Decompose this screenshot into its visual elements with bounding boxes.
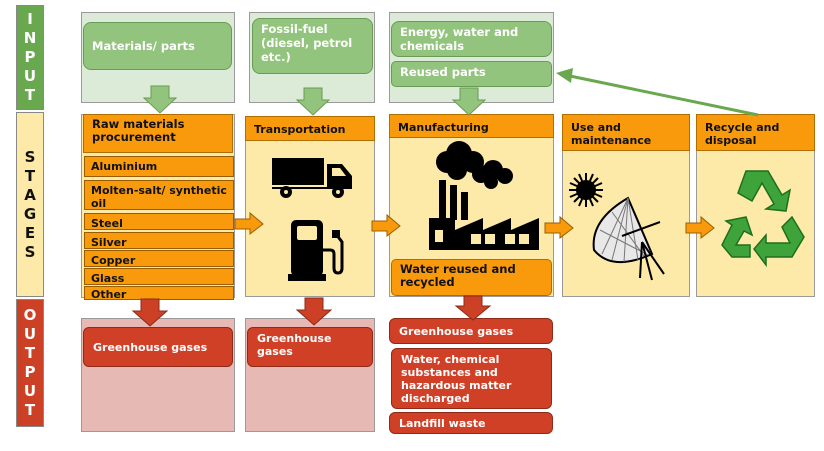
input-energy: Energy, water and chemicals [391, 21, 552, 57]
arrow-down-red [454, 295, 492, 321]
output-manufacturing-greenhouse: Greenhouse gases [389, 318, 553, 344]
arrow-down-green [142, 85, 178, 114]
sidebar-letter: P [24, 363, 36, 381]
input-materials: Materials/ parts [83, 22, 232, 70]
arrow-right-orange [234, 211, 264, 236]
arrow-down-red [131, 298, 169, 327]
output-raw-greenhouse: Greenhouse gases [83, 327, 233, 367]
sidebar-letter: T [24, 166, 36, 185]
sidebar-letter: A [24, 185, 36, 204]
arrow-right-orange [685, 215, 715, 240]
arrow-right-orange [544, 215, 574, 240]
arrow-right-orange [371, 213, 401, 238]
sidebar-letter: U [23, 325, 37, 343]
sidebar-letter: U [23, 67, 37, 85]
fuel-pump-icon [288, 220, 344, 281]
sidebar-letter: N [23, 29, 37, 47]
material-item: Aluminium [84, 156, 234, 177]
sidebar-letter: G [23, 204, 37, 223]
factory-icon [429, 141, 539, 250]
arrow-down-green [451, 87, 487, 116]
solar-dish-icon [592, 196, 665, 281]
material-item: Glass [84, 268, 234, 285]
arrow-down-green [295, 87, 331, 116]
material-item: Silver [84, 232, 234, 249]
arrow-down-red [295, 297, 333, 326]
stage-transportation-title: Transportation [245, 116, 375, 141]
input-reused-parts: Reused parts [391, 61, 552, 87]
material-item: Steel [84, 213, 234, 230]
sidebar-letter: I [27, 10, 33, 28]
sidebar-letter: O [23, 306, 37, 324]
stage-recycle-title: Recycle and disposal [696, 114, 815, 151]
stage-raw-materials-title: Raw materials procurement [83, 114, 233, 153]
sidebar-letter: T [24, 401, 36, 419]
truck-icon [272, 158, 352, 198]
material-item: Molten-salt/ synthetic oil [84, 180, 234, 210]
sidebar-letter: S [24, 242, 36, 261]
sidebar-letter: U [23, 382, 37, 400]
output-manufacturing-discharge: Water, chemical substances and hazardous… [391, 348, 552, 409]
material-item: Copper [84, 250, 234, 267]
stage-use-title: Use and maintenance [562, 114, 690, 151]
sidebar-letter: T [24, 344, 36, 362]
input-fossil-fuel: Fossil-fuel (diesel, petrol etc.) [252, 18, 373, 74]
sidebar-letter: E [24, 223, 36, 242]
stage-manufacturing-title: Manufacturing [389, 114, 554, 138]
recycle-icon [721, 170, 805, 268]
material-item: Other [84, 286, 234, 301]
sidebar-letter: P [24, 48, 36, 66]
output-transport-greenhouse: Greenhouse gases [247, 327, 373, 367]
sun-icon [569, 173, 603, 207]
manufacturing-water-note: Water reused and recycled [391, 259, 552, 296]
output-manufacturing-landfill: Landfill waste [389, 412, 553, 434]
sidebar-letter: T [24, 86, 36, 104]
sidebar-letter: S [24, 147, 36, 166]
